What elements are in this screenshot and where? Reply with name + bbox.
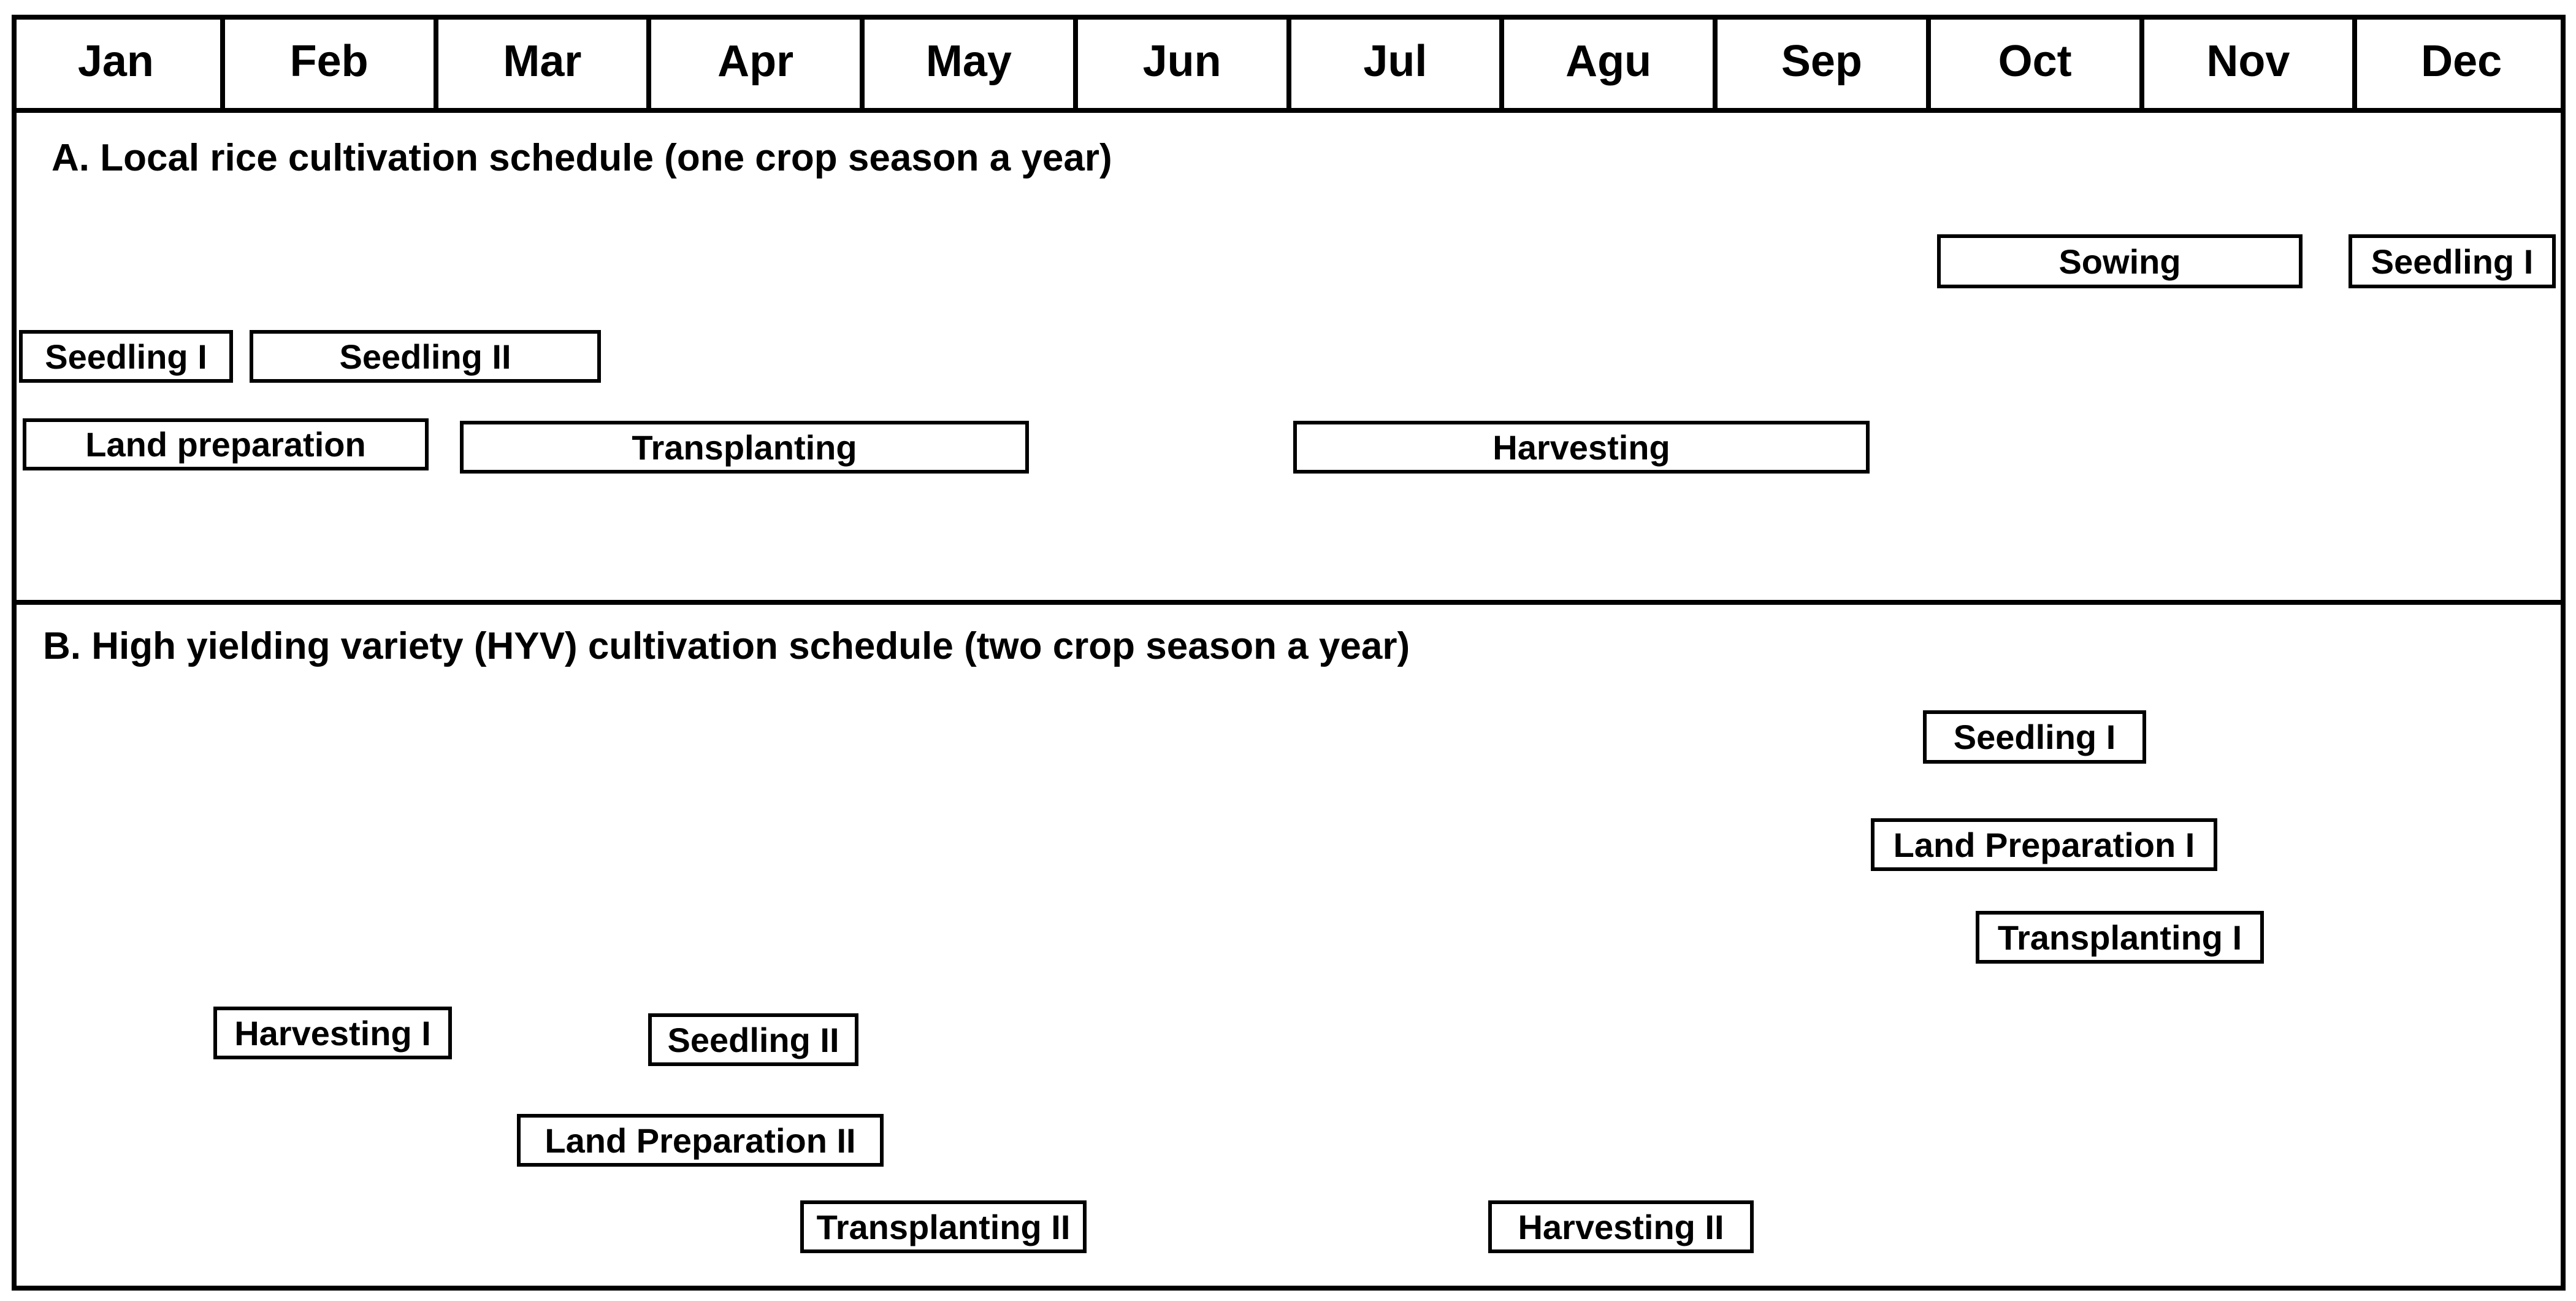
a-transplanting-bar: Transplanting xyxy=(460,421,1029,474)
a-land-preparation-bar: Land preparation xyxy=(23,418,429,470)
month-nov: Nov xyxy=(2144,15,2358,108)
b-land-preparation-ii-bar: Land Preparation II xyxy=(517,1114,884,1167)
b-harvesting-ii-bar: Harvesting II xyxy=(1488,1200,1754,1253)
b-transplanting-ii-bar: Transplanting II xyxy=(800,1200,1087,1253)
b-transplanting-i-bar: Transplanting I xyxy=(1976,911,2264,964)
month-sep: Sep xyxy=(1718,15,1931,108)
a-seedling-i-dec-bar: Seedling I xyxy=(2349,234,2556,288)
section-divider xyxy=(12,600,2566,605)
b-harvesting-i-bar: Harvesting I xyxy=(213,1007,452,1059)
b-seedling-i-bar: Seedling I xyxy=(1923,710,2146,764)
a-harvesting-bar: Harvesting xyxy=(1293,421,1870,474)
month-dec: Dec xyxy=(2421,37,2502,86)
month-jan: Jan xyxy=(12,15,225,108)
a-sowing-bar: Sowing xyxy=(1937,234,2303,288)
month-aug: Agu xyxy=(1504,15,1718,108)
month-jul: Jul xyxy=(1291,15,1505,108)
month-oct: Oct xyxy=(1931,15,2144,108)
b-land-preparation-i-bar: Land Preparation I xyxy=(1871,818,2217,871)
section-a-title: A. Local rice cultivation schedule (one … xyxy=(52,137,1112,179)
a-seedling-i-jan-bar: Seedling I xyxy=(19,330,233,383)
a-seedling-ii-bar: Seedling II xyxy=(250,330,601,383)
month-may: May xyxy=(865,15,1078,108)
section-b-title: B. High yielding variety (HYV) cultivati… xyxy=(43,625,1410,667)
month-jun: Jun xyxy=(1078,15,1291,108)
month-mar: Mar xyxy=(438,15,652,108)
month-feb: Feb xyxy=(225,15,438,108)
b-seedling-ii-bar: Seedling II xyxy=(648,1013,858,1066)
month-header-row: Jan Feb Mar Apr May Jun Jul Agu Sep Oct … xyxy=(12,15,2566,113)
month-apr: Apr xyxy=(651,15,865,108)
